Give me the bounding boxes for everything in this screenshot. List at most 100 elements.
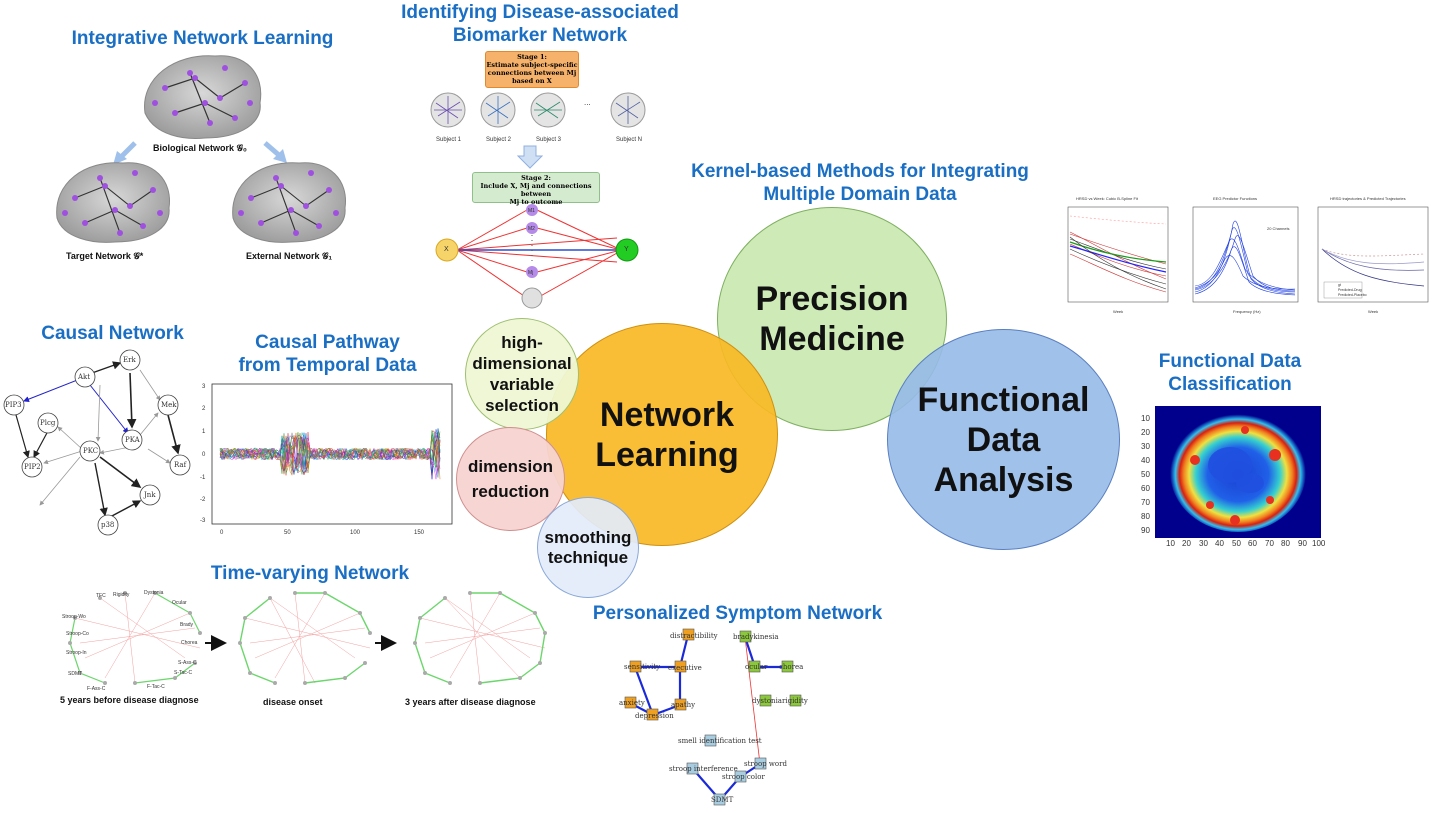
node-x [435, 238, 459, 262]
title-fdc-line1: Functional Data [1158, 351, 1302, 372]
tv-label-dystonia: Dystonia [144, 590, 164, 596]
title-biomarker-line2: Biomarker Network [452, 25, 628, 46]
label-functional-data-analysis: Functional Data Analysis [917, 380, 1090, 499]
circle-high-dimensional: high-dimensional variable selection [465, 318, 579, 430]
symptom-node-sensitivity [629, 660, 642, 673]
fdc-heatmap-svg [1155, 406, 1321, 538]
kernel-plot-3-title: HRSD trajectories & Predicted Trajectori… [1330, 196, 1406, 201]
symptom-label-distractibility: distractibility [670, 632, 718, 640]
kernel-plot-1-xlabel: Week [1113, 309, 1124, 314]
kernel-plot-2-legend: 20 Channels [1267, 226, 1290, 231]
stage1-box: Stage 1: Estimate subject-specific conne… [485, 51, 579, 88]
node-y [615, 238, 639, 262]
title-personalized-symptom-network: Personalized Symptom Network [592, 603, 883, 624]
node-m1-label: M1 [528, 208, 535, 214]
stage2-title: Stage 2: [521, 174, 551, 182]
label-dimension-reduction: dimension reduction [467, 457, 553, 501]
symptom-node-apathy [674, 698, 687, 711]
symptom-node-stroop-interference [686, 762, 699, 775]
title-causal-pathway: Causal Pathway from Temporal Data [215, 331, 440, 377]
tv-label-tfc: TFC [96, 593, 106, 599]
external-brain [232, 162, 346, 243]
symptom-node-executive [674, 660, 687, 673]
circle-dimension-reduction: dimension reduction [456, 427, 565, 531]
pathway-ytick-m1: -1 [200, 475, 206, 481]
causal-node-raf [169, 454, 191, 476]
fdc-ytick-70: 70 [1141, 498, 1150, 507]
title-kernel-line1: Kernel-based Methods for Integrating [691, 161, 1029, 182]
causal-label-erk: Erk [123, 356, 136, 364]
node-y-label: Y [624, 246, 629, 253]
caption-tv-disease-onset: disease onset [263, 697, 323, 707]
causal-node-pip2 [21, 456, 43, 478]
label-network-learning: Network Learning [595, 395, 739, 474]
symptom-label-executive: executive [668, 664, 702, 672]
caption-external-network: External Network 𝒢₁ [246, 251, 333, 261]
symptom-node-depression [646, 708, 659, 721]
subject-brain-1 [430, 92, 466, 128]
fdc-xtick-70: 70 [1265, 539, 1274, 548]
causal-node-pka [121, 429, 143, 451]
subject-label-n: Subject N [616, 137, 643, 143]
pathway-ytick-3: 3 [202, 384, 206, 390]
tv-label-s-ass-c: S-Ass-C [178, 660, 197, 666]
causal-label-raf: Raf [174, 461, 187, 469]
subject-dots: ... [584, 98, 591, 107]
fdc-ytick-30: 30 [1141, 442, 1150, 451]
circle-smoothing-technique: smoothing technique [537, 497, 639, 598]
subject-label-3: Subject 3 [536, 137, 562, 143]
node-mj-label: Mj [528, 270, 534, 276]
fdc-ytick-40: 40 [1141, 456, 1150, 465]
tv-label-chorea: Chorea [181, 640, 198, 646]
fdc-ytick-80: 80 [1141, 512, 1150, 521]
fdc-xtick-80: 80 [1281, 539, 1290, 548]
causal-node-p38 [97, 514, 119, 536]
symptom-label-smell: smell identification test [678, 737, 762, 745]
symptom-label-sensitivity: sensitivity [624, 663, 661, 671]
symptom-node-sdmt [713, 793, 726, 806]
fdc-ytick-90: 90 [1141, 526, 1150, 535]
pathway-xtick-50: 50 [284, 530, 291, 536]
kernel-plot-3: HRSD trajectories & Predicted Trajectori… [1308, 196, 1432, 314]
subject-networks-svg [430, 92, 646, 128]
kernel-plot-2-xlabel: Frequency (Hz) [1233, 309, 1261, 314]
symptom-label-stroop-color: stroop color [722, 773, 765, 781]
fdc-xtick-10: 10 [1166, 539, 1175, 548]
title-functional-classification: Functional Data Classification [1130, 350, 1330, 396]
title-integrative-network-learning: Integrative Network Learning [71, 28, 334, 49]
fdc-xtick-40: 40 [1215, 539, 1224, 548]
pathway-ytick-m3: -3 [200, 518, 206, 524]
symptom-label-apathy: apathy [671, 701, 696, 709]
title-time-varying-network: Time-varying Network [210, 563, 410, 584]
kernel-plot-1: HRSD vs Week: Cubic B-Spline Fit Week [1058, 196, 1178, 314]
label-high-dimensional: high-dimensional variable selection [472, 333, 572, 415]
symptom-node-rigidity [789, 694, 802, 707]
pathway-xtick-100: 100 [350, 530, 361, 536]
caption-tv-5-years-before: 5 years before disease diagnose [60, 695, 199, 705]
causal-node-plcg [37, 412, 59, 434]
fdc-heatmap: 10 20 30 40 50 60 70 80 90 10 20 30 40 5… [1135, 405, 1335, 550]
stage1-line3: based on X [512, 77, 552, 85]
kernel-plot-1-title: HRSD vs Week: Cubic B-Spline Fit [1076, 196, 1138, 201]
tv-label-ocular: Ocular [172, 600, 187, 606]
subject-brain-n [610, 92, 646, 128]
pathway-xtick-150: 150 [414, 530, 425, 536]
stage1-line1: Estimate subject-specific [486, 61, 578, 69]
causal-label-pka: PKA [125, 436, 140, 444]
fdc-xtick-90: 90 [1298, 539, 1307, 548]
tv-network-3 [413, 591, 547, 685]
tv-label-stroop-in: Stroop-In [66, 650, 87, 656]
biological-brain [144, 55, 262, 139]
fdc-ytick-50: 50 [1141, 470, 1150, 479]
kernel-plot-2-title: EEG Predictor Functions [1213, 196, 1258, 201]
fdc-ytick-60: 60 [1141, 484, 1150, 493]
tv-label-stroop-wo: Stroop-Wo [62, 614, 86, 620]
kernel-plot-3-legend-3: Predicted-Placebo [1338, 293, 1367, 297]
title-kernel-line2: Multiple Domain Data [763, 184, 957, 205]
brain-panel [45, 48, 365, 268]
node-m1 [526, 204, 538, 216]
symptom-node-anxiety [624, 696, 637, 709]
stage1-title: Stage 1: [517, 53, 547, 61]
title-fdc-line2: Classification [1168, 374, 1292, 395]
causal-label-jnk: Jnk [144, 491, 156, 499]
